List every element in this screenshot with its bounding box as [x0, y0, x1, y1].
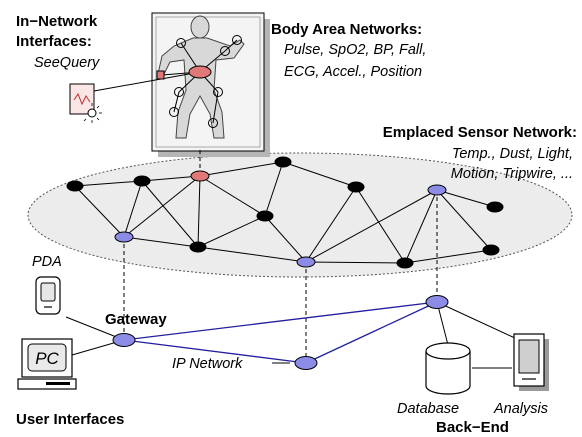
sensor-node [396, 257, 414, 269]
in-network-title-line1: In−Network [16, 13, 98, 30]
ban-metrics-line1: Pulse, SpO2, BP, Fall, [284, 42, 426, 58]
tablet-icon [513, 333, 549, 391]
gateway-label: Gateway [105, 311, 167, 328]
ban-sensor [232, 35, 242, 45]
ip-router-node [294, 356, 318, 370]
sensor-node [189, 241, 207, 253]
ban-metrics-line2: ECG, Accel., Position [284, 64, 422, 80]
pda-label: PDA [32, 254, 62, 270]
esn-metrics-line2: Motion, Tripwire, ... [451, 166, 573, 182]
computer-icon [17, 338, 77, 390]
sensor-node [482, 244, 500, 256]
in-network-title-line2: Interfaces: [16, 33, 92, 50]
sensor-node [133, 175, 151, 187]
backend-router-node [425, 295, 449, 309]
emplaced-sensor-field [27, 152, 573, 278]
ban-sensor [156, 70, 165, 80]
human-figure-icon [157, 15, 245, 139]
seequery-label: SeeQuery [34, 55, 100, 71]
ban-sensor [213, 87, 223, 97]
ban-title: Body Area Networks: [271, 21, 422, 38]
pc-screen-text: PC [35, 349, 59, 368]
ban-gateway-node [190, 170, 210, 182]
sensor-node [486, 201, 504, 213]
ban-sensor [169, 107, 179, 117]
ip-network-label: IP Network [172, 356, 243, 372]
sensor-node [347, 181, 365, 193]
gateway-node [112, 333, 136, 347]
analysis-label: Analysis [493, 401, 548, 417]
seequery-link [93, 71, 201, 92]
database-icon [425, 342, 471, 395]
field-gateway-node [114, 231, 134, 243]
field-gateway-node [296, 256, 316, 268]
ban-sensor [220, 46, 230, 56]
ban-panel-inner [155, 16, 261, 148]
ip-nodes [112, 184, 449, 370]
user-interfaces-label: User Interfaces [16, 411, 124, 428]
back-end-label: Back−End [436, 419, 509, 436]
ban-sensor [176, 38, 186, 48]
ip-network-links [123, 301, 438, 364]
query-device-icon [69, 83, 102, 123]
sensor-node [274, 156, 292, 168]
esn-title: Emplaced Sensor Network: [383, 124, 577, 141]
ban-nodes [156, 35, 242, 182]
ban-sensor [174, 87, 184, 97]
sensor-mesh-links [74, 161, 496, 264]
sensor-node [256, 210, 274, 222]
sensor-nodes [66, 156, 504, 269]
sensor-node [66, 180, 84, 192]
pda-icon [35, 276, 61, 315]
database-label: Database [397, 401, 459, 417]
field-gateway-node [427, 184, 447, 196]
ban-hub-node [188, 65, 212, 79]
ban-sensor [208, 118, 218, 128]
esn-metrics-line1: Temp., Dust, Light, [452, 146, 573, 162]
